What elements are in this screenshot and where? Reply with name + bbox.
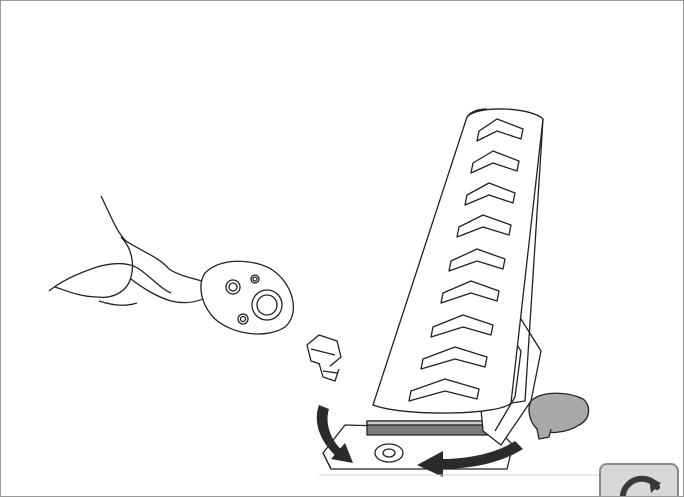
pedal-cover-cap [529,393,589,439]
bolt [307,335,341,381]
replay-button[interactable] [599,463,679,497]
accelerator-pedal [323,109,543,469]
replay-icon [615,471,663,497]
hand-with-ratchet [49,196,293,334]
